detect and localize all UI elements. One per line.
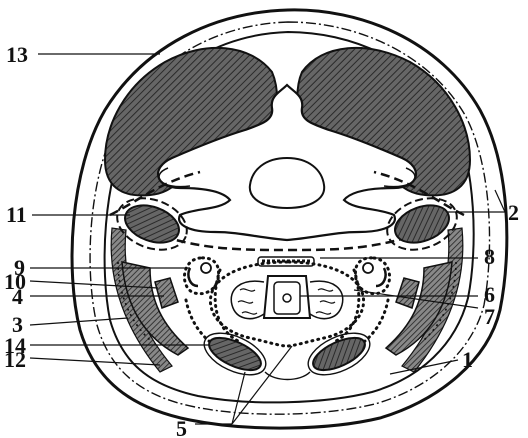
trachea-lumen (283, 294, 291, 302)
label-13: 13 (6, 42, 28, 67)
dotted-fascia-left (186, 300, 214, 345)
jugular-vein-right (376, 268, 386, 286)
label-8: 8 (484, 244, 495, 269)
carotid-artery-right (363, 263, 373, 273)
label-5: 5 (176, 416, 187, 438)
thyroid-folds-right (316, 289, 335, 314)
carotid-artery-left (201, 263, 211, 273)
ventral-muscle-left (205, 331, 266, 376)
label-7: 7 (484, 304, 495, 329)
thyroid-folds-left (238, 289, 257, 314)
longus-muscle-right (390, 198, 454, 249)
label-4: 4 (12, 284, 23, 309)
label-1: 1 (462, 347, 473, 372)
label-11: 11 (6, 202, 27, 227)
jugular-vein-left (188, 268, 198, 286)
label-12: 12 (4, 347, 26, 372)
label-2: 2 (508, 200, 519, 225)
longus-muscle-left (120, 198, 184, 249)
small-muscle-left (155, 278, 178, 308)
thyroid-lobe-left (231, 281, 264, 318)
thyroid-lobe-right (310, 281, 343, 318)
dotted-fascia-right (360, 300, 388, 345)
vertebral-body (250, 158, 324, 208)
small-muscle-right (396, 278, 419, 308)
